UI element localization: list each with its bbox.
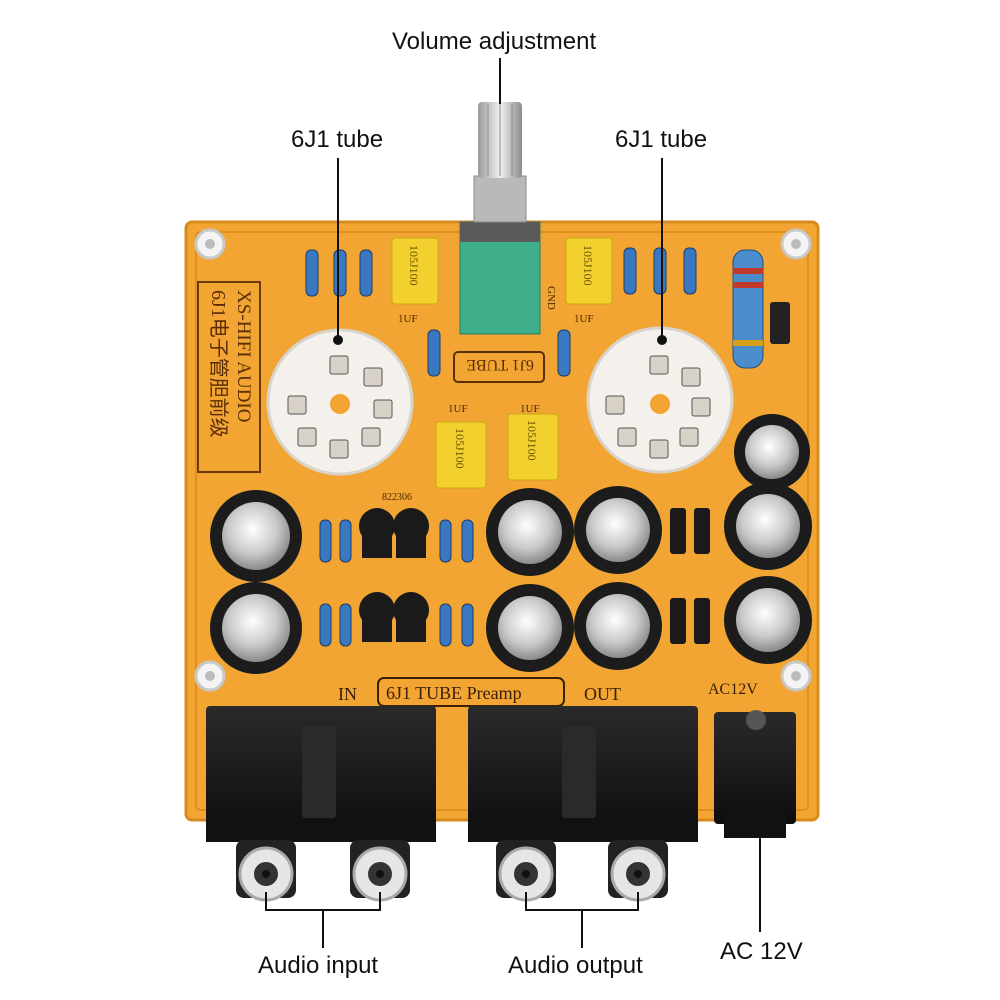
cap-value-1: 1UF [398, 313, 418, 325]
callout-lines [265, 58, 761, 948]
out-label: OUT [584, 684, 621, 704]
tube-socket-right [586, 326, 734, 474]
cap-value-4: 1UF [520, 403, 540, 415]
cap-text-1: 105J100 [407, 245, 421, 286]
diode-top [770, 302, 790, 344]
cap-text-2: 105J100 [581, 245, 595, 286]
gnd-label: GND [545, 286, 557, 310]
rca-jacks[interactable] [236, 840, 668, 902]
cap-text-3: 105J100 [453, 428, 467, 469]
tube-socket-left [266, 328, 414, 476]
serial-number: 822306 [382, 492, 412, 503]
board-title-cn: 6J1电子管胆前级 [207, 290, 230, 438]
diodes [670, 508, 710, 644]
callout-audio-input: Audio input [258, 952, 379, 979]
callout-volume-adjustment: Volume adjustment [392, 28, 597, 55]
resistors-top-left [305, 249, 441, 377]
callout-ac-12v: AC 12V [720, 938, 803, 965]
power-label: AC12V [708, 681, 758, 698]
callout-audio-output: Audio output [508, 952, 643, 979]
resistors-middle [319, 519, 474, 647]
pot-label: 6J1 TUBE [466, 356, 534, 373]
rca-input-block [206, 706, 436, 842]
rca-jack-output-left[interactable] [496, 840, 556, 902]
cap-value-3: 1UF [448, 403, 468, 415]
dc-power-jack[interactable] [714, 710, 796, 838]
cap-value-2: 1UF [574, 313, 594, 325]
film-capacitors: 105J100 105J100 105J100 105J100 1UF 1UF … [391, 237, 613, 489]
electrolytic-capacitors [210, 414, 812, 674]
board-title-en: XS-HIFI AUDIO [233, 290, 254, 422]
preamp-label: 6J1 TUBE Preamp [386, 683, 522, 703]
callout-tube-left: 6J1 tube [291, 126, 384, 153]
pot-bushing [473, 175, 527, 223]
volume-potentiometer[interactable]: GND 6J1 TUBE [453, 102, 557, 383]
board-title-box: 6J1电子管胆前级 XS-HIFI AUDIO [197, 281, 261, 473]
transistors [358, 508, 429, 642]
leader-dots [262, 335, 764, 878]
power-resistor [732, 249, 764, 369]
rca-output-block [468, 706, 698, 842]
resistors-top-right [557, 247, 697, 377]
in-label: IN [338, 684, 357, 704]
mounting-holes [194, 228, 812, 692]
cap-text-4: 105J100 [525, 420, 539, 461]
callout-tube-right: 6J1 tube [615, 126, 708, 153]
